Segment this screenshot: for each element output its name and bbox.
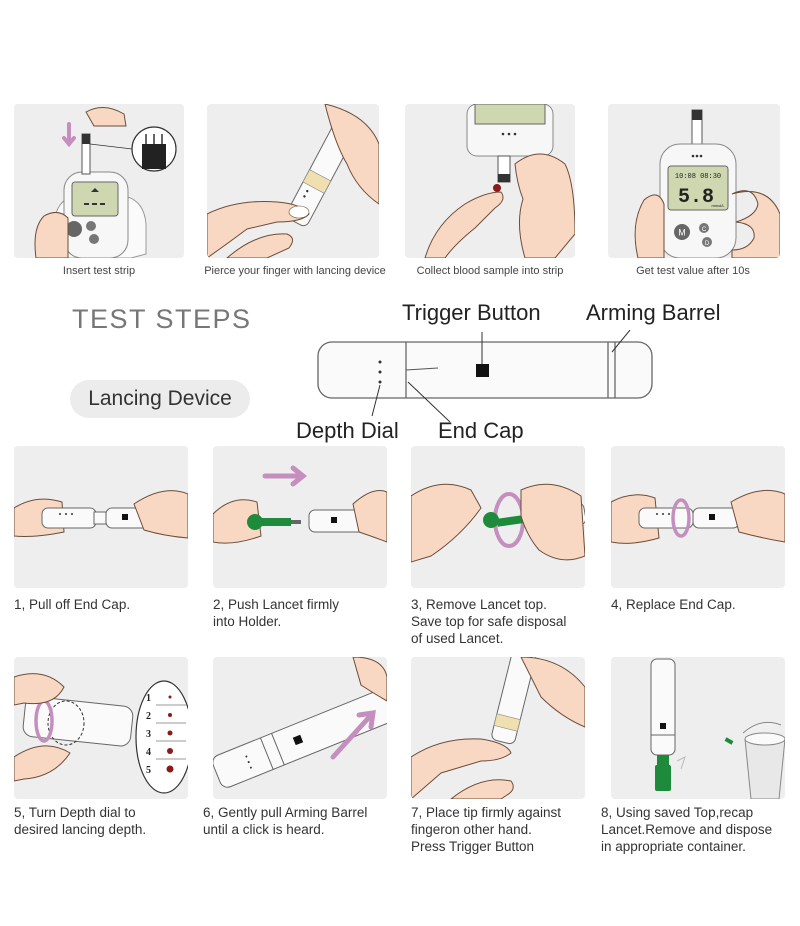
page-title: TEST STEPS — [72, 304, 252, 334]
step-2-panel — [213, 446, 387, 588]
depth-number: 4 — [146, 747, 151, 758]
caption-insert-strip: Insert test strip — [62, 265, 136, 277]
meter-unit: mmol/L — [711, 203, 725, 208]
step-6-caption: 6, Gently pull Arming Barrel until a cli… — [203, 805, 368, 837]
label-end-cap: End Cap — [438, 418, 524, 443]
step-3-caption: 3, Remove Lancet top. Save top for safe … — [411, 597, 567, 646]
step-2-caption: 2, Push Lancet firmly into Holder. — [213, 597, 340, 629]
step-5-panel: 1 2 3 4 5 — [14, 657, 188, 799]
depth-number: 3 — [146, 729, 151, 740]
step-1-caption: 1, Pull off End Cap. — [14, 597, 131, 612]
depth-number: 5 — [146, 765, 151, 776]
step-4-panel — [611, 446, 785, 588]
step-1-panel — [14, 446, 188, 588]
lancing-device-label: Lancing Device — [70, 380, 250, 418]
caption-test-value: Get test value after 10s — [636, 265, 750, 277]
caption-collect-blood: Collect blood sample into strip — [416, 265, 564, 277]
step-8-caption: 8, Using saved Top,recap Lancet.Remove a… — [601, 805, 773, 854]
caption-pierce-finger: Pierce your finger with lancing device — [204, 265, 386, 277]
panel-test-value: 10:08 08:30 5.8 mmol/L M C D — [608, 104, 780, 258]
step-4-caption: 4, Replace End Cap. — [611, 597, 736, 612]
meter-button-d: D — [705, 241, 710, 247]
label-trigger-button: Trigger Button — [402, 300, 541, 325]
step-7-panel — [411, 657, 585, 799]
label-arming-barrel: Arming Barrel — [586, 300, 721, 325]
meter-value: 5.8 — [678, 186, 714, 209]
step-8-panel — [611, 657, 785, 799]
step-7-caption: 7, Place tip firmly against fingeron oth… — [411, 805, 562, 854]
step-3-panel — [411, 446, 585, 588]
depth-number: 2 — [146, 711, 151, 722]
panel-insert-strip — [14, 104, 184, 258]
depth-number: 1 — [146, 693, 151, 704]
label-depth-dial: Depth Dial — [296, 418, 399, 443]
panel-pierce-finger — [207, 104, 379, 258]
panel-collect-blood — [405, 104, 575, 258]
step-6-panel — [213, 657, 387, 799]
meter-button-c: C — [702, 227, 707, 233]
meter-button-m: M — [678, 228, 686, 238]
lancing-device-diagram — [317, 330, 653, 423]
meter-time: 10:08 08:30 — [675, 173, 721, 181]
step-5-caption: 5, Turn Depth dial to desired lancing de… — [14, 805, 147, 837]
